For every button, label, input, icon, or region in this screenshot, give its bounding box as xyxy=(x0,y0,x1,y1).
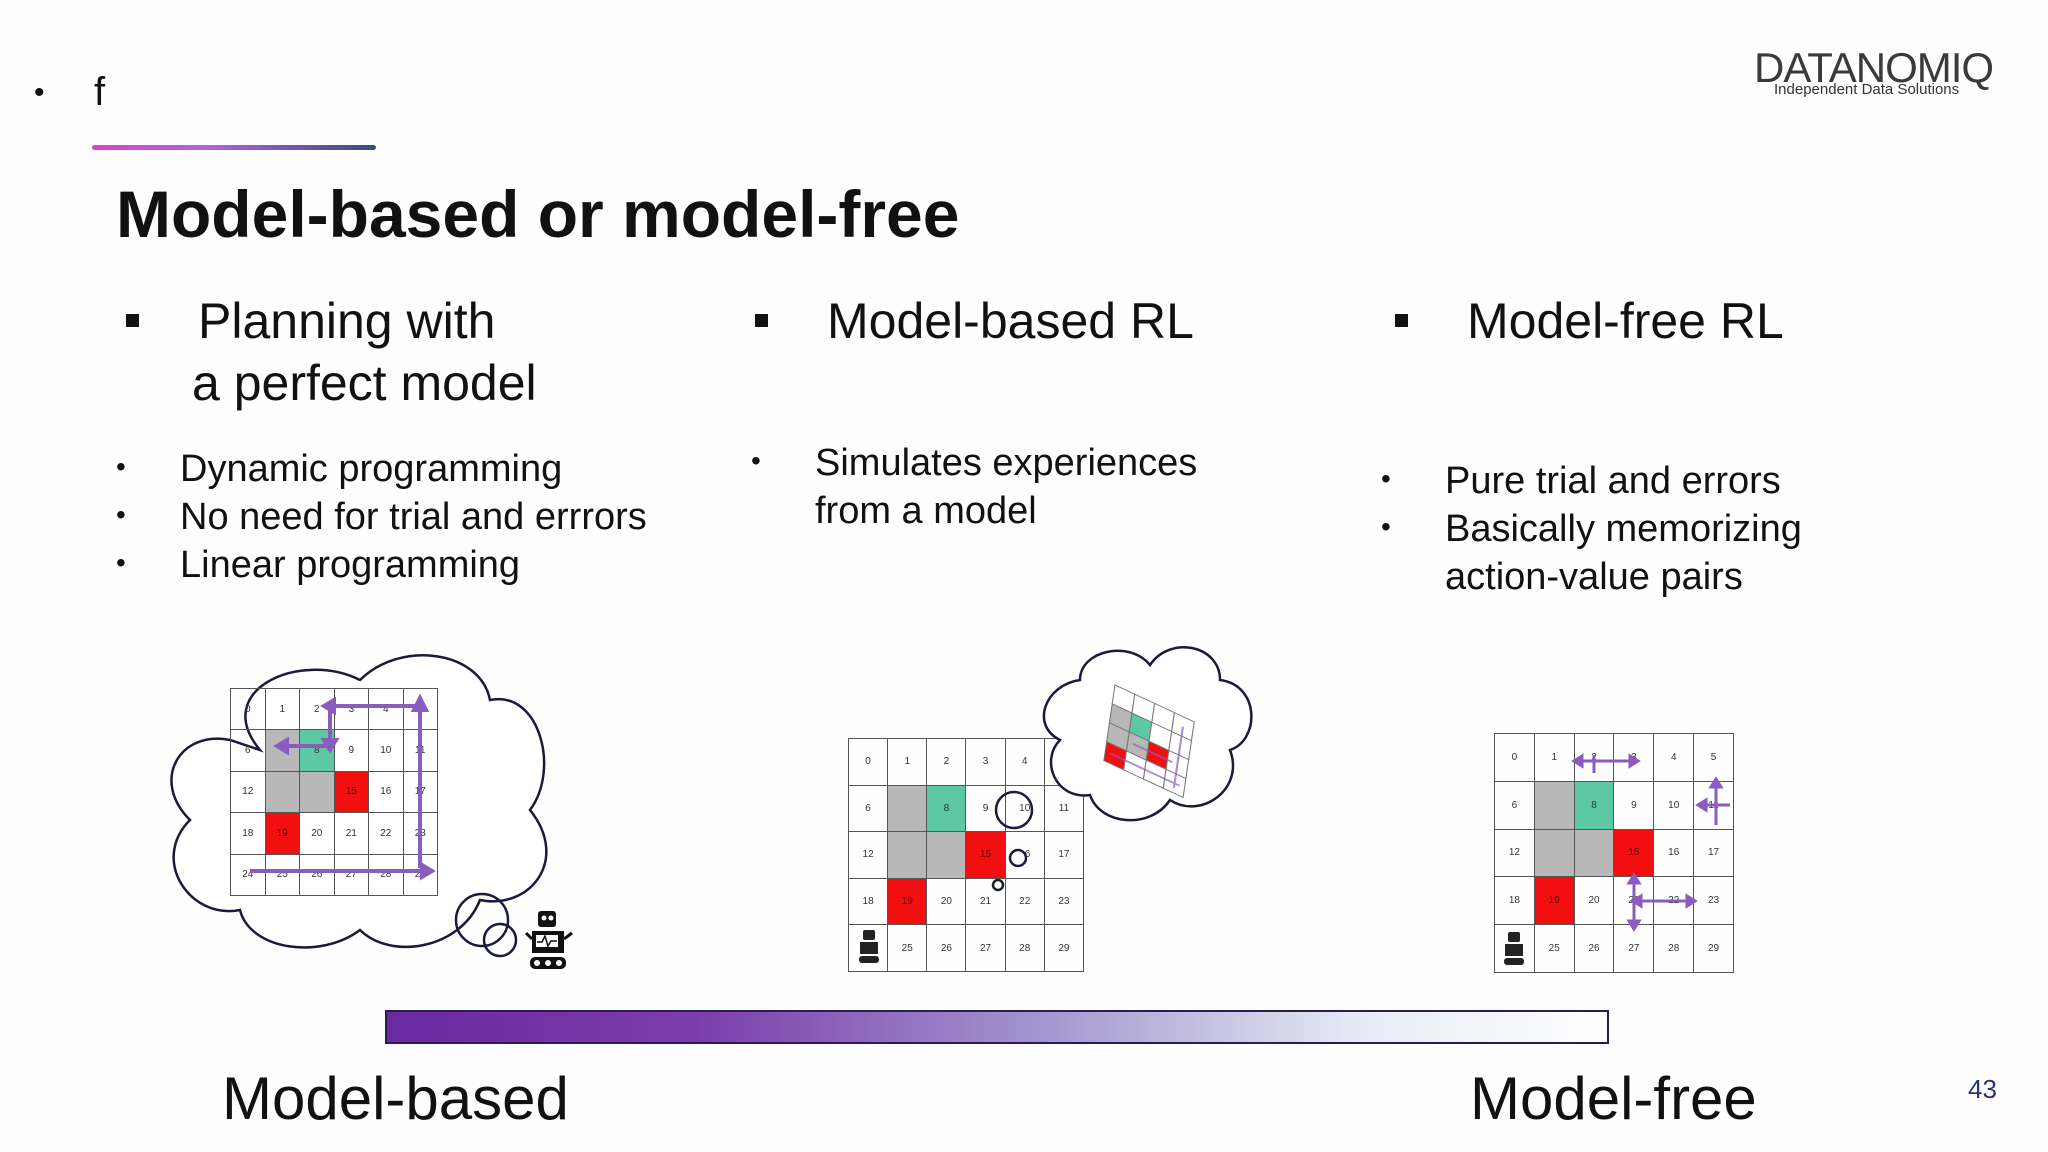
logo-tagline: Independent Data Solutions xyxy=(1774,81,1960,98)
model-free-list: •Pure trial and errors •Basically memori… xyxy=(1381,457,1941,601)
model-based-list: •Simulates experiences from a model xyxy=(751,439,1231,535)
list-item: •Basically memorizing xyxy=(1381,508,1802,550)
spectrum-bar xyxy=(385,1010,1609,1044)
company-logo: DATANOMIQ Independent Data Solutions xyxy=(1754,44,2004,104)
column-heading: Model-based RL xyxy=(827,293,1194,349)
imagination-bubble-icon xyxy=(991,646,1253,892)
list-item: •No need for trial and errrors xyxy=(116,496,647,538)
trial-arrows-icon xyxy=(1571,753,1730,932)
page-number: 43 xyxy=(1968,1074,1997,1104)
spectrum-label-left: Model-based xyxy=(222,1065,569,1132)
slide-title: Model-based or model-free xyxy=(116,177,960,251)
header-bullet: • xyxy=(34,76,45,109)
column-heading: Model-free RL xyxy=(1467,293,1784,349)
column-heading-line2: a perfect model xyxy=(192,355,537,411)
robot-icon xyxy=(524,911,573,969)
list-item: •Linear programming xyxy=(116,544,521,586)
column-heading: Planning with xyxy=(198,293,496,349)
square-bullet xyxy=(1395,314,1408,327)
planned-path-arrows-icon xyxy=(250,693,436,881)
list-item-continued: from a model xyxy=(815,490,1037,532)
accent-divider xyxy=(92,145,376,150)
list-item: •Simulates experiences xyxy=(751,442,1198,484)
list-item: •Dynamic programming xyxy=(116,448,563,490)
list-item-continued: action-value pairs xyxy=(1445,556,1743,598)
square-bullet xyxy=(755,314,768,327)
spectrum-label-right: Model-free xyxy=(1470,1065,1757,1132)
logo-name: DATANOMIQ xyxy=(1754,44,1994,91)
planning-list: •Dynamic programming •No need for trial … xyxy=(116,445,716,589)
agent-robot-icon xyxy=(1504,932,1524,965)
list-item: •Pure trial and errors xyxy=(1381,460,1781,502)
agent-robot-icon xyxy=(859,930,879,963)
header-text: f xyxy=(94,70,106,114)
square-bullet xyxy=(126,314,139,327)
